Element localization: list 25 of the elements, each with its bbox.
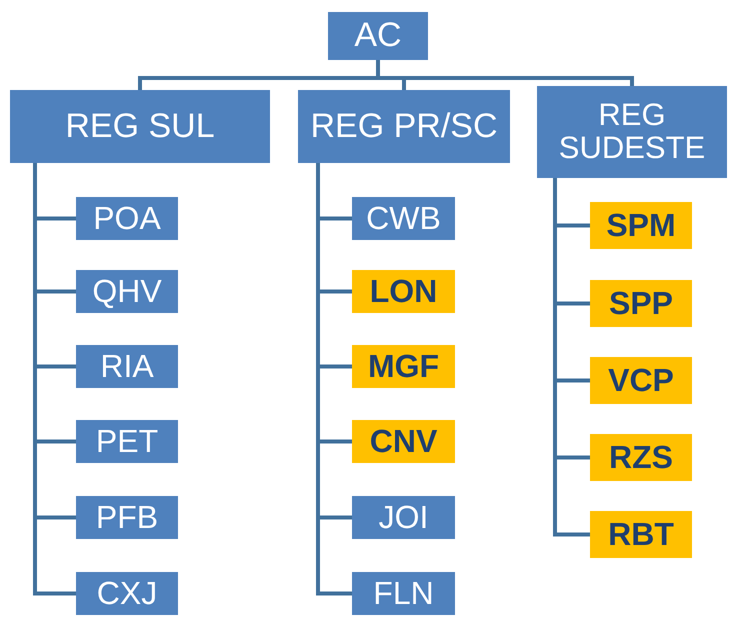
org-box: PET: [76, 420, 178, 463]
org-box: POA: [76, 197, 178, 240]
org-box: CNV: [352, 420, 455, 463]
connector-line: [316, 163, 352, 596]
org-box: MGF: [352, 345, 455, 388]
org-box: SPM: [590, 202, 692, 249]
org-box: CXJ: [76, 572, 178, 615]
org-box: RZS: [590, 434, 692, 481]
connector-line: [376, 60, 634, 86]
org-box: CWB: [352, 197, 455, 240]
org-box: SPP: [590, 280, 692, 327]
org-box: QHV: [76, 270, 178, 313]
org-box: LON: [352, 270, 455, 313]
org-box: REG SUL: [10, 90, 270, 163]
org-box: AC: [328, 12, 428, 60]
connector-line: [33, 163, 76, 596]
org-box: REG SUDESTE: [537, 86, 727, 178]
org-box: JOI: [352, 496, 455, 539]
org-box: PFB: [76, 496, 178, 539]
connector-line: [553, 178, 590, 536]
org-box: RBT: [590, 511, 692, 558]
org-box: VCP: [590, 357, 692, 404]
org-box: FLN: [352, 572, 455, 615]
org-box: RIA: [76, 345, 178, 388]
org-box: REG PR/SC: [298, 90, 510, 163]
